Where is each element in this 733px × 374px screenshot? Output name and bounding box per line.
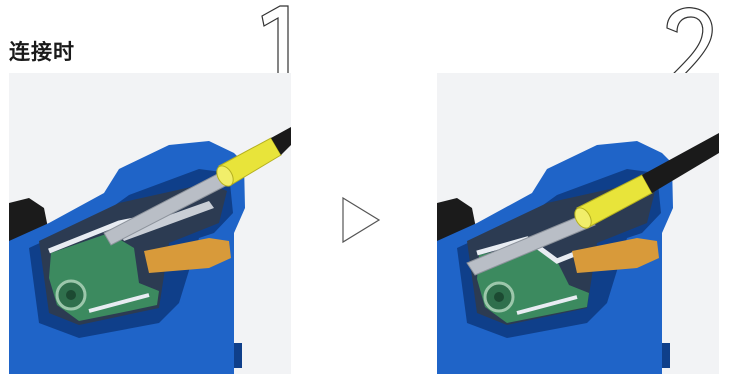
caption-connecting: 连接时 bbox=[9, 36, 75, 66]
terminal-panel-after bbox=[437, 73, 719, 374]
terminal-panel-before bbox=[9, 73, 291, 374]
terminal-illustration-after bbox=[437, 73, 719, 374]
terminal-illustration-before bbox=[9, 73, 291, 374]
triangle-right-outline-icon bbox=[340, 195, 382, 245]
